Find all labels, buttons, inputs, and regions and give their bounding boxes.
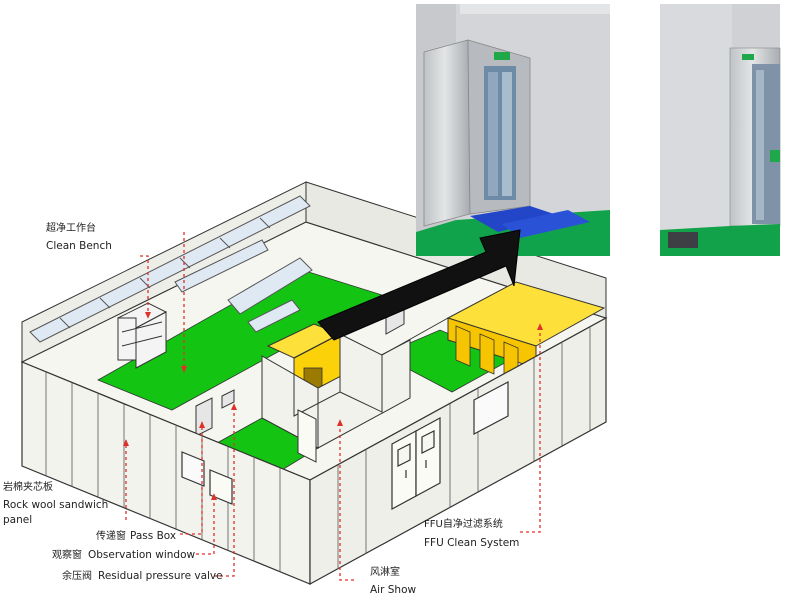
observation-window-label-zh: 观察窗: [52, 548, 82, 561]
corridor-photo: [660, 4, 781, 256]
ffu-label-en: FFU Clean System: [424, 537, 519, 549]
air-shower-photo: [416, 4, 610, 256]
leader-clean-bench: [140, 255, 152, 319]
air-show-label-en: Air Show: [370, 584, 416, 596]
pass-box-label-en: Pass Box: [130, 530, 176, 542]
residual-valve-label-zh: 余压阀: [62, 569, 92, 582]
residual-valve-label-en: Residual pressure valve: [98, 570, 223, 582]
double-door: [391, 416, 441, 511]
ffu-label-zh: FFU自净过滤系统: [424, 517, 503, 530]
leader-residual: [214, 403, 238, 577]
leader-air-show: [336, 419, 354, 581]
inner-door: [297, 409, 317, 463]
leader-observation: [196, 493, 218, 555]
observation-window-left: [181, 451, 205, 487]
rock-wool-label-en-1: Rock wool sandwich: [3, 499, 108, 511]
leader-ffu: [520, 323, 544, 533]
rock-wool-label-zh: 岩棉夹芯板: [3, 480, 53, 493]
front-wall-right: [309, 316, 607, 586]
clean-bench: [116, 302, 168, 369]
clean-bench-label-en: Clean Bench: [46, 240, 112, 252]
air-show-label-zh: 风淋室: [370, 565, 400, 578]
pass-box-label-zh: 传递窗: [96, 529, 126, 542]
rock-wool-label-en-2: panel: [3, 514, 32, 526]
leader-lines: [122, 232, 544, 581]
big-arrow: [317, 229, 521, 341]
observation-window-right: [473, 381, 509, 435]
observation-window-label-en: Observation window: [88, 549, 196, 561]
leader-pass-box: [180, 421, 206, 535]
callout-labels: 超净工作台 Clean Bench 岩棉夹芯板 Rock wool sandwi…: [3, 221, 519, 596]
clean-bench-label-zh: 超净工作台: [46, 221, 96, 234]
